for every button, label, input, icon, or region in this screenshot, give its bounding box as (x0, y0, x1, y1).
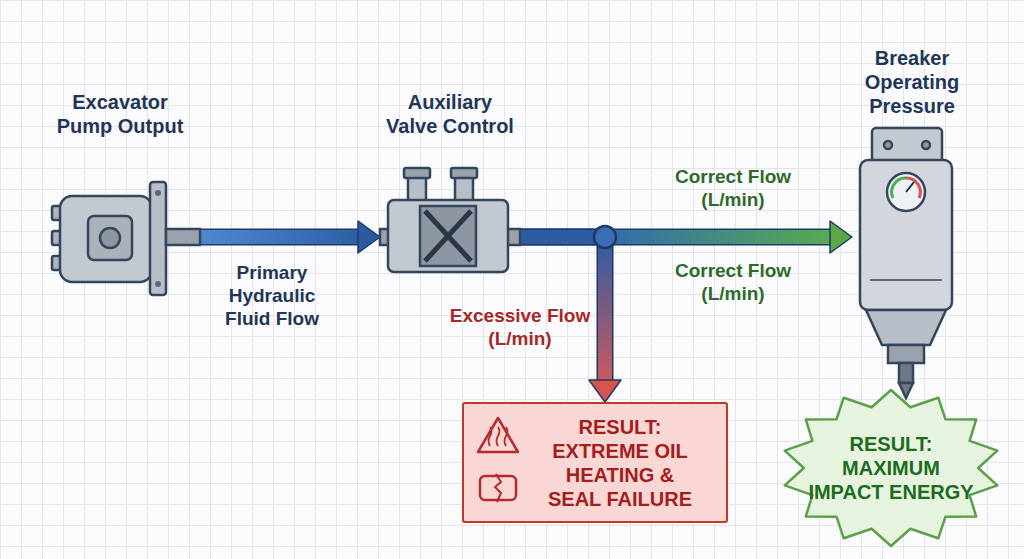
arrow-shaft (200, 230, 360, 244)
junction-dot (594, 226, 616, 248)
seal-failure-icon (480, 474, 516, 502)
breaker-illustration (860, 128, 952, 398)
component-heading: Excavator Pump Output (50, 90, 190, 138)
arrow-head (589, 380, 621, 402)
breaker-node: Breaker Operating Pressure (852, 46, 972, 386)
result-box-fill (462, 402, 728, 523)
result-text: RESULT: MAXIMUM IMPACT ENERGY (806, 432, 976, 504)
arrow-head (830, 221, 852, 253)
result-box: RESULT: EXTREME OIL HEATING & SEAL FAILU… (462, 402, 728, 523)
valve-node: Auxiliary Valve Control (380, 90, 520, 280)
component-heading: Auxiliary Valve Control (380, 90, 520, 138)
flow-label: Primary Hydraulic Fluid Flow (207, 262, 337, 330)
flow-label: Correct Flow (L/min) (658, 166, 808, 212)
heat-icon (478, 418, 518, 452)
valve-illustration (380, 168, 520, 272)
flow-arrow (200, 221, 380, 253)
arrow-outline (200, 229, 360, 246)
arrow-head (358, 221, 380, 253)
flow-label: Correct Flow (L/min) (658, 260, 808, 306)
result-text: RESULT: EXTREME OIL HEATING & SEAL FAILU… (530, 415, 710, 511)
component-heading: Breaker Operating Pressure (852, 46, 972, 118)
starburst-shape (785, 390, 998, 546)
result-starburst: RESULT: MAXIMUM IMPACT ENERGY (780, 388, 1002, 548)
pump-node: Excavator Pump Output (40, 90, 200, 300)
pump-illustration (52, 182, 200, 295)
flow-label: Excessive Flow (L/min) (445, 305, 595, 351)
